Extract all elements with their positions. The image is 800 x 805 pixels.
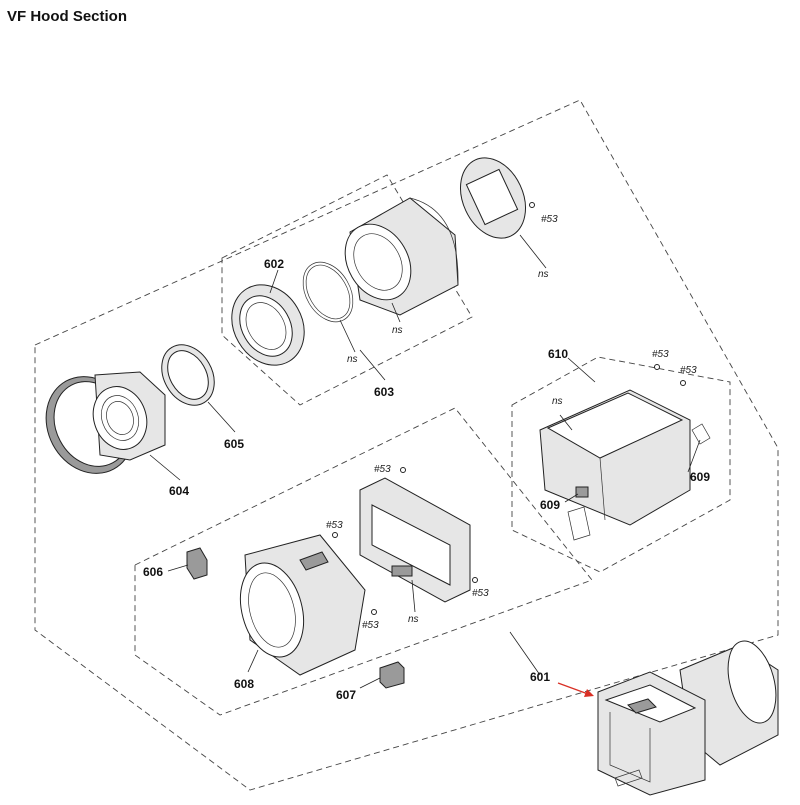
label-610: 610 [548, 347, 568, 361]
label-603: 603 [374, 385, 394, 399]
hood-frame-610 [539, 364, 711, 541]
ns-label-2: ns [392, 325, 403, 336]
display-housing [359, 467, 478, 603]
page-title: VF Hood Section [7, 8, 127, 25]
screw-label-6: #53 [472, 588, 489, 599]
screw-label-2: #53 [652, 349, 669, 360]
thin-ring [302, 261, 354, 323]
hood-body-608 [239, 532, 377, 676]
label-602: 602 [264, 257, 284, 271]
label-608: 608 [234, 677, 254, 691]
ns-label-4: ns [552, 396, 563, 407]
retainer-ring-602 [231, 284, 305, 366]
label-607: 607 [336, 688, 356, 702]
block-607 [379, 661, 405, 689]
ring-605 [161, 344, 215, 406]
assembled-unit-601 [597, 640, 779, 796]
label-609-left: 609 [540, 498, 560, 512]
ns-label-1: ns [538, 269, 549, 280]
ns-label-5: ns [408, 614, 419, 625]
leader-lines [149, 234, 701, 689]
screw-label-4: #53 [374, 464, 391, 475]
label-604: 604 [169, 484, 189, 498]
screw-label-7: #53 [362, 620, 379, 631]
label-609-right: 609 [690, 470, 710, 484]
screw-label-3: #53 [680, 365, 697, 376]
block-606 [186, 547, 208, 580]
rear-plate [460, 157, 535, 239]
red-arrow [557, 682, 594, 697]
group-601-boundary [34, 99, 779, 791]
lens-barrel [344, 197, 459, 316]
screw-label-1: #53 [541, 214, 558, 225]
group-603-boundary [221, 174, 473, 406]
label-605: 605 [224, 437, 244, 451]
screw-label-5: #53 [326, 520, 343, 531]
label-601: 601 [530, 670, 550, 684]
label-606: 606 [143, 565, 163, 579]
eyecup-604 [45, 371, 166, 474]
ns-label-3: ns [347, 354, 358, 365]
group-610-boundary [511, 356, 731, 573]
group-hood-assembly-boundary [134, 407, 593, 716]
